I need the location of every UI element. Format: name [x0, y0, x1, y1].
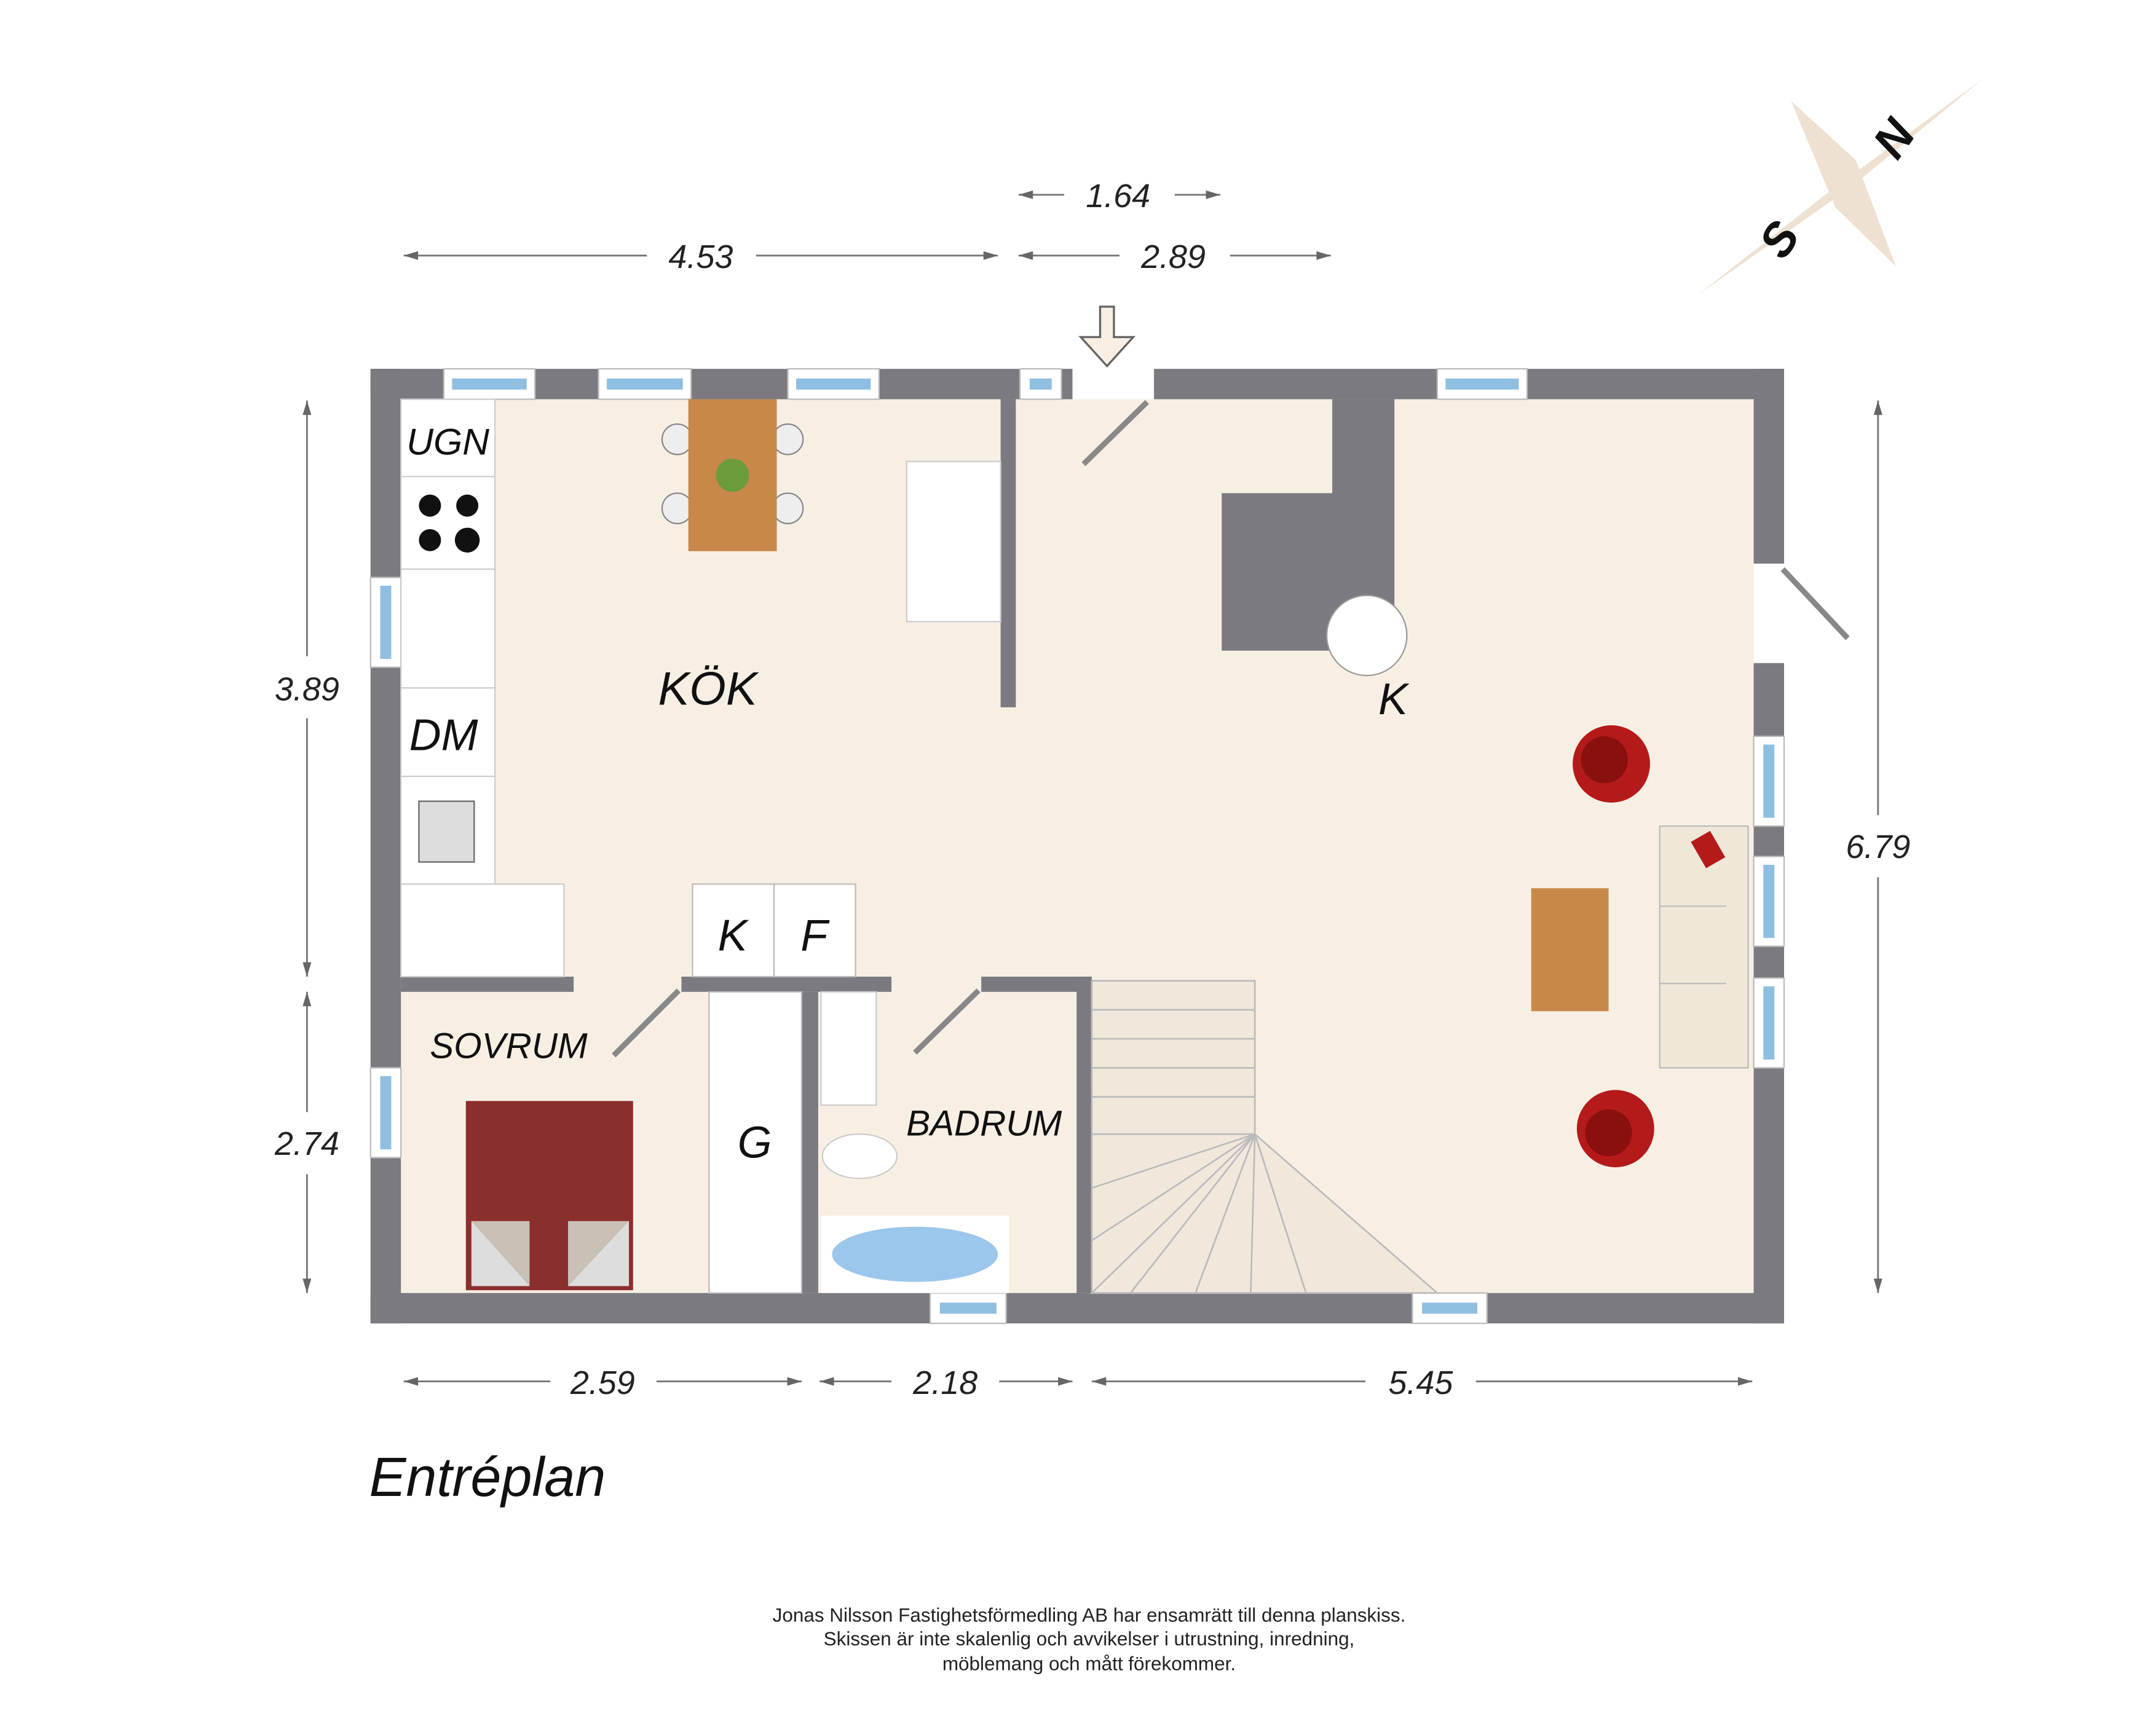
armchair-icon: [1576, 1090, 1654, 1168]
dishwasher-label: DM: [409, 710, 478, 760]
plan-title: Entréplan: [369, 1447, 606, 1508]
armchair-icon: [1573, 725, 1651, 803]
oven-label: UGN: [406, 420, 489, 462]
kitchen-island: [906, 460, 1001, 623]
dining-table: [661, 399, 804, 551]
compass-icon: S N: [1697, 79, 1983, 296]
closet: [708, 991, 803, 1294]
interior-walls: [401, 399, 1395, 1293]
fridge-label: K: [718, 911, 749, 960]
dim-right: 6.79: [1846, 829, 1910, 865]
room-label-fireplace: K: [1378, 675, 1410, 724]
bed: [465, 1101, 633, 1291]
dim-left-lower: 2.74: [274, 1125, 339, 1162]
coffee-table: [1531, 888, 1609, 1012]
bathtub-water: [832, 1226, 998, 1282]
toilet-icon: [821, 1133, 898, 1179]
compass-north: N: [1863, 109, 1926, 167]
freezer-label: F: [800, 911, 830, 960]
dim-bottom-right: 5.45: [1388, 1364, 1453, 1401]
stove-icon: [419, 494, 441, 517]
dim-top-small: 1.64: [1086, 178, 1150, 215]
room-label-kitchen: KÖK: [658, 663, 759, 715]
fireplace-icon: [1325, 594, 1408, 677]
dim-top-right: 2.89: [1140, 238, 1206, 275]
dim-bottom-left: 2.59: [570, 1364, 635, 1401]
staircase: [1089, 980, 1440, 1294]
plant-icon: [716, 459, 749, 492]
dim-top-left: 4.53: [668, 238, 733, 275]
sofa: [1659, 825, 1749, 1069]
doors: [612, 400, 1850, 1058]
kitchen-counter: [400, 398, 565, 978]
dim-bottom-mid: 2.18: [912, 1364, 977, 1401]
entrance-arrow-icon: [1078, 305, 1136, 368]
washbasin-icon: [820, 991, 877, 1106]
windows: [369, 368, 1785, 1324]
dimension-lines: [302, 190, 1882, 1386]
footer-line-1: Jonas Nilsson Fastighetsförmedling AB ha…: [773, 1605, 1406, 1626]
closet-label: G: [738, 1118, 772, 1167]
sink-icon: [418, 800, 475, 863]
dim-left-upper: 3.89: [275, 671, 339, 708]
footer-line-2: Skissen är inte skalenlig och avvikelser…: [824, 1628, 1355, 1650]
footer-line-3: möblemang och mått förekommer.: [942, 1653, 1236, 1674]
fridge-freezer: [692, 883, 856, 978]
room-label-bathroom: BADRUM: [906, 1104, 1062, 1144]
room-label-bedroom: SOVRUM: [430, 1026, 588, 1066]
